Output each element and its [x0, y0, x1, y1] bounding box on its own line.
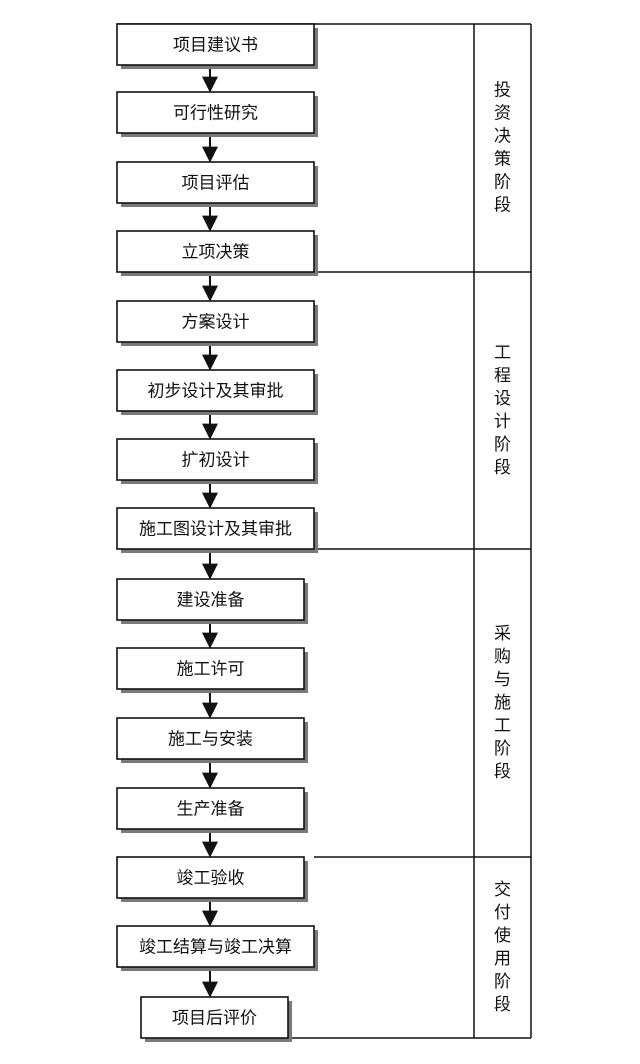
stage-label-char: 与 — [494, 670, 511, 690]
stage-label-char: 段 — [494, 762, 511, 782]
step-box-rect — [116, 578, 305, 621]
step-box-label: 施工许可 — [177, 660, 245, 680]
stage-label-char: 使 — [494, 925, 511, 946]
step-box-label: 竣工验收 — [177, 869, 245, 889]
step-box-1: 项目建议书 — [116, 23, 318, 69]
step-box-12: 生产准备 — [116, 787, 308, 833]
step-box-label: 项目后评价 — [172, 1009, 257, 1029]
step-box-label: 初步设计及其审批 — [148, 382, 284, 402]
step-box-6: 初步设计及其审批 — [116, 369, 318, 415]
step-box-rect — [116, 369, 315, 412]
stage-label-char: 购 — [494, 647, 511, 667]
stage-label-char: 段 — [494, 458, 511, 478]
step-box-label: 项目评估 — [182, 174, 250, 194]
stage-label-char: 计 — [494, 412, 511, 432]
step-box-rect — [116, 787, 305, 830]
step-box-15: 项目后评价 — [140, 996, 292, 1042]
step-box-rect — [116, 856, 305, 899]
stage-label-char: 阶 — [494, 435, 511, 455]
step-box-7: 扩初设计 — [116, 438, 318, 484]
step-box-label: 扩初设计 — [182, 451, 250, 471]
step-box-label: 立项决策 — [182, 243, 250, 263]
stage-label-char: 阶 — [494, 173, 511, 193]
step-box-label: 项目建议书 — [173, 36, 258, 56]
step-box-2: 可行性研究 — [116, 91, 318, 137]
step-box-3: 项目评估 — [116, 161, 318, 207]
step-box-label: 可行性研究 — [173, 104, 258, 124]
step-box-13: 竣工验收 — [116, 856, 308, 902]
step-box-rect — [116, 161, 315, 204]
step-box-5: 方案设计 — [116, 300, 318, 346]
step-box-10: 施工许可 — [116, 647, 308, 693]
step-box-label: 方案设计 — [182, 313, 250, 333]
step-box-rect — [116, 230, 315, 273]
stage-label-char: 决 — [494, 127, 511, 147]
step-box-rect — [140, 996, 289, 1039]
step-box-rect — [116, 717, 305, 760]
step-box-14: 竣工结算与竣工决算 — [116, 925, 318, 971]
stage-label-char: 阶 — [494, 739, 511, 759]
stage-label-char: 设 — [494, 389, 511, 409]
stage-label-char: 段 — [494, 995, 511, 1015]
stage-label-char: 策 — [494, 150, 511, 170]
step-box-label: 生产准备 — [177, 800, 245, 820]
step-box-4: 立项决策 — [116, 230, 318, 276]
step-box-rect — [116, 91, 315, 134]
stage-label-char: 用 — [494, 949, 511, 969]
stage-label-char: 程 — [494, 366, 511, 386]
step-box-label: 施工图设计及其审批 — [139, 520, 292, 540]
step-box-label: 建设准备 — [177, 591, 245, 611]
step-box-rect — [116, 925, 315, 968]
step-box-label: 竣工结算与竣工决算 — [139, 938, 292, 958]
stage-label-char: 采 — [494, 624, 511, 644]
stage-label-char: 付 — [494, 903, 511, 923]
stage-label-char: 阶 — [494, 972, 511, 992]
step-box-rect — [116, 507, 315, 550]
step-box-9: 建设准备 — [116, 578, 308, 624]
step-box-rect — [116, 438, 315, 481]
step-box-rect — [116, 647, 305, 690]
step-box-11: 施工与安装 — [116, 717, 308, 763]
step-box-rect — [116, 23, 315, 66]
step-box-8: 施工图设计及其审批 — [116, 507, 318, 553]
stage-label-char: 交 — [494, 880, 511, 900]
stage-label-char: 工 — [494, 343, 511, 363]
stage-label-char: 资 — [494, 104, 511, 124]
step-box-label: 施工与安装 — [168, 730, 253, 750]
stage-label-char: 工 — [494, 716, 511, 736]
stage-label-char: 段 — [494, 196, 511, 216]
stage-label-char: 施 — [494, 693, 511, 713]
stage-label-char: 投 — [494, 81, 511, 101]
step-box-rect — [116, 300, 315, 343]
